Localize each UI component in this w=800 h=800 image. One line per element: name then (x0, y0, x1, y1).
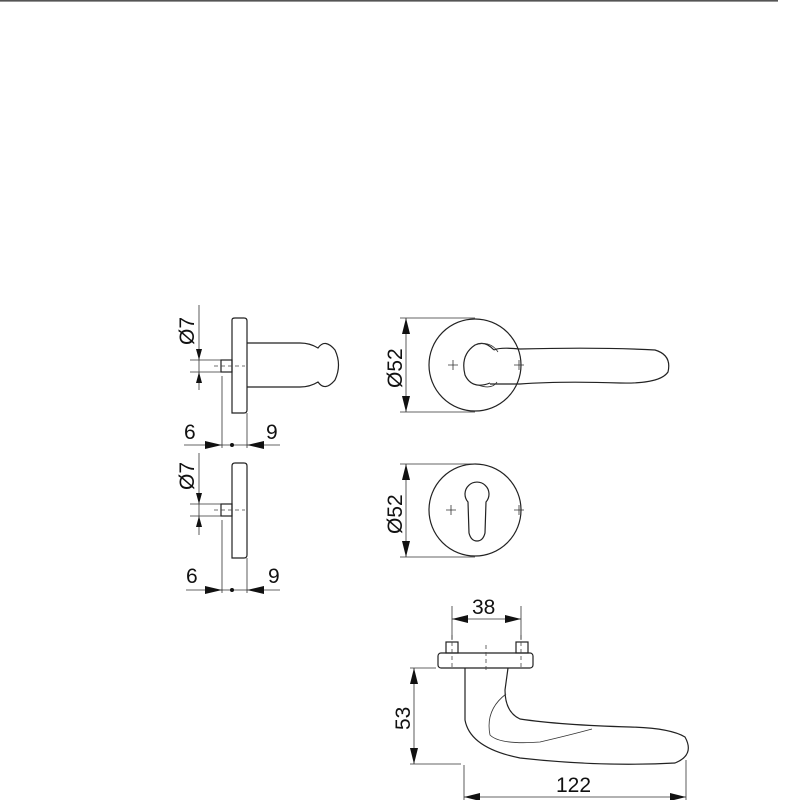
dim-right-offset-bottom: 9 (268, 565, 280, 588)
dim-left-offset-bottom: 6 (186, 565, 198, 588)
dim-screw-spacing: 38 (472, 596, 495, 619)
front-view-lever (400, 317, 670, 413)
dim-left-offset-top: 6 (184, 421, 196, 444)
top-view-lever (410, 606, 689, 800)
dim-right-offset-top: 9 (266, 421, 278, 444)
front-view-escutcheon (400, 463, 524, 558)
dim-lever-length: 122 (556, 774, 591, 797)
dim-spindle-diameter-top: Ø7 (176, 317, 199, 345)
side-view-escutcheon (186, 453, 280, 594)
dim-projection: 53 (392, 707, 415, 730)
dim-rose-diameter-lever: Ø52 (384, 348, 407, 388)
dim-spindle-diameter-bottom: Ø7 (176, 462, 199, 490)
side-view-lever (184, 305, 340, 449)
dim-rose-diameter-escutcheon: Ø52 (384, 494, 407, 534)
